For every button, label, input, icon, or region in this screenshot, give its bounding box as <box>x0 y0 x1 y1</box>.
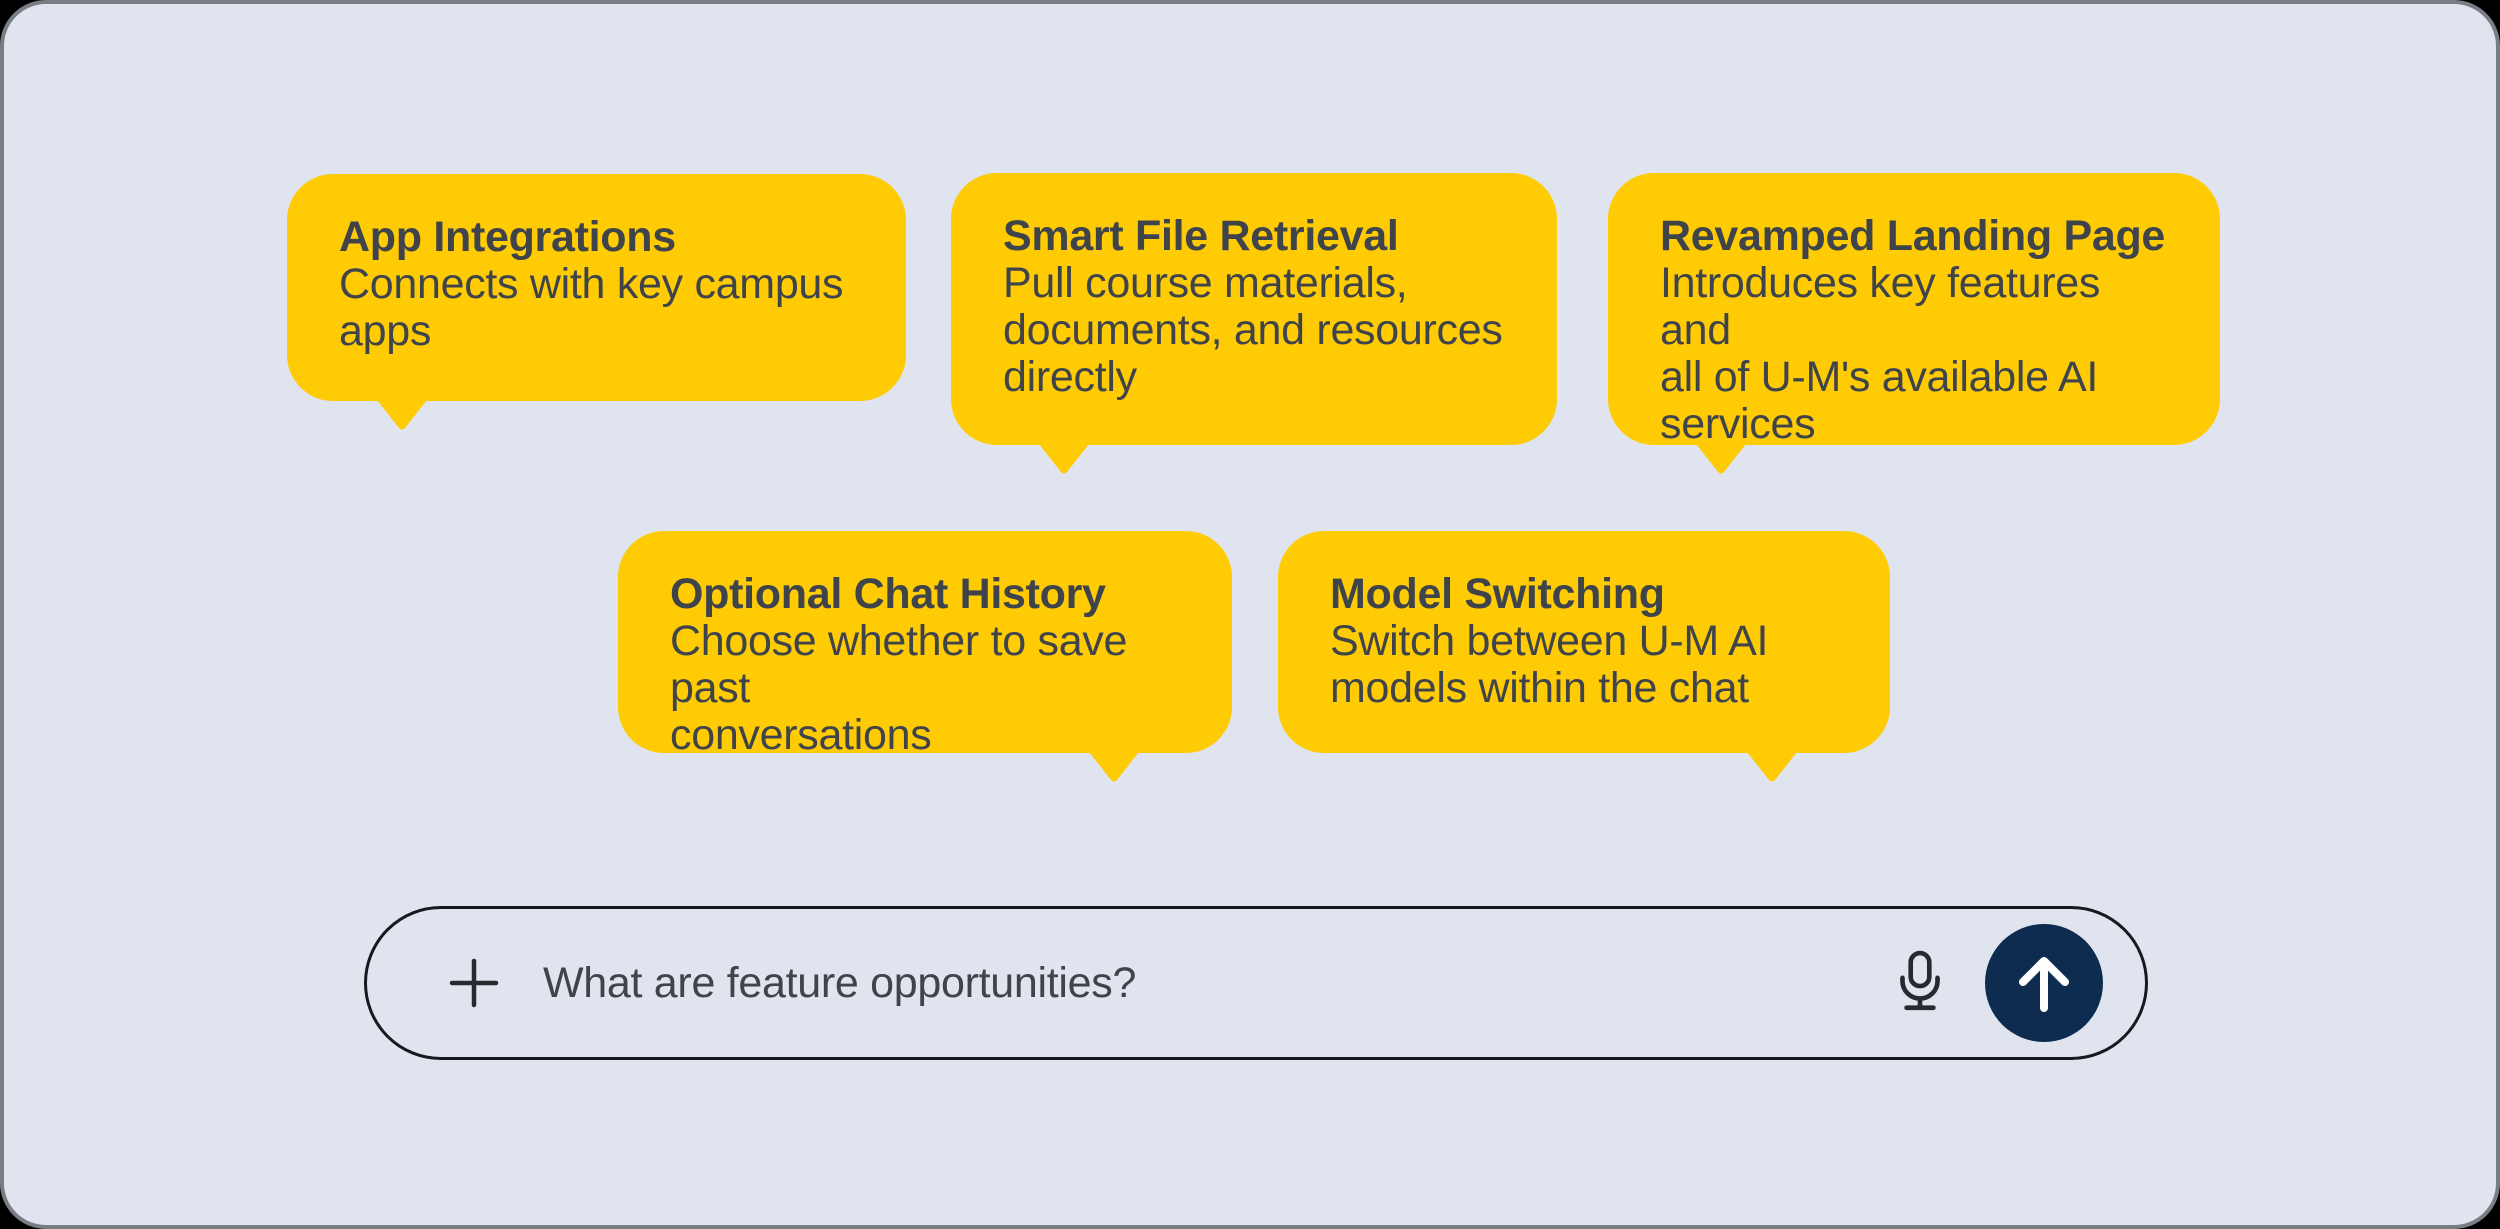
feature-bubble-revamped-landing-page: Revamped Landing Page Introduces key fea… <box>1608 173 2220 474</box>
bubble-text-line: apps <box>339 307 432 355</box>
bubble-text-line: models within the chat <box>1330 664 1749 712</box>
bubble-text-line: Choose whether to save past <box>670 617 1128 712</box>
bubble-text-line: Connects with key campus <box>339 260 844 308</box>
bubble-title: Optional Chat History <box>670 570 1106 618</box>
plus-icon <box>449 958 499 1008</box>
feature-bubble-optional-chat-history: Optional Chat History Choose whether to … <box>618 531 1232 782</box>
bubble-tail <box>377 400 427 430</box>
bubble-title: Model Switching <box>1330 570 1665 618</box>
bubble-text-line: conversations <box>670 711 932 759</box>
bubble-text-line: directly <box>1003 353 1137 401</box>
bubble-title: Revamped Landing Page <box>1660 212 2166 260</box>
bubble-text-line: services <box>1660 400 1816 448</box>
feature-bubble-model-switching: Model Switching Switch between U-M AI mo… <box>1278 531 1890 782</box>
bubble-title: App Integrations <box>339 213 676 261</box>
arrow-up-icon <box>2019 957 2069 1012</box>
bubble-text-line: all of U-M's available AI <box>1660 353 2099 401</box>
attach-button[interactable] <box>449 958 499 1008</box>
bubble-tail <box>1089 752 1139 782</box>
microphone-button[interactable] <box>1897 950 1943 1016</box>
send-button[interactable] <box>1985 924 2103 1042</box>
chat-input-bar[interactable] <box>364 906 2148 1060</box>
bubble-text-line: documents, and resources <box>1003 306 1503 354</box>
bubble-text-line: Switch between U-M AI <box>1330 617 1769 665</box>
bubble-text-line: Introduces key features and <box>1660 259 2101 354</box>
bubble-tail <box>1039 444 1089 474</box>
bubble-text-line: Pull course materials, <box>1003 259 1408 307</box>
feature-bubble-smart-file-retrieval: Smart File Retrieval Pull course materia… <box>951 173 1557 474</box>
feature-bubble-app-integrations: App Integrations Connects with key campu… <box>287 174 906 430</box>
microphone-icon <box>1900 950 1940 1011</box>
bubble-tail <box>1747 752 1797 782</box>
bubble-tail <box>1696 444 1746 474</box>
bubble-title: Smart File Retrieval <box>1003 212 1399 260</box>
chat-input[interactable] <box>541 957 1897 1009</box>
